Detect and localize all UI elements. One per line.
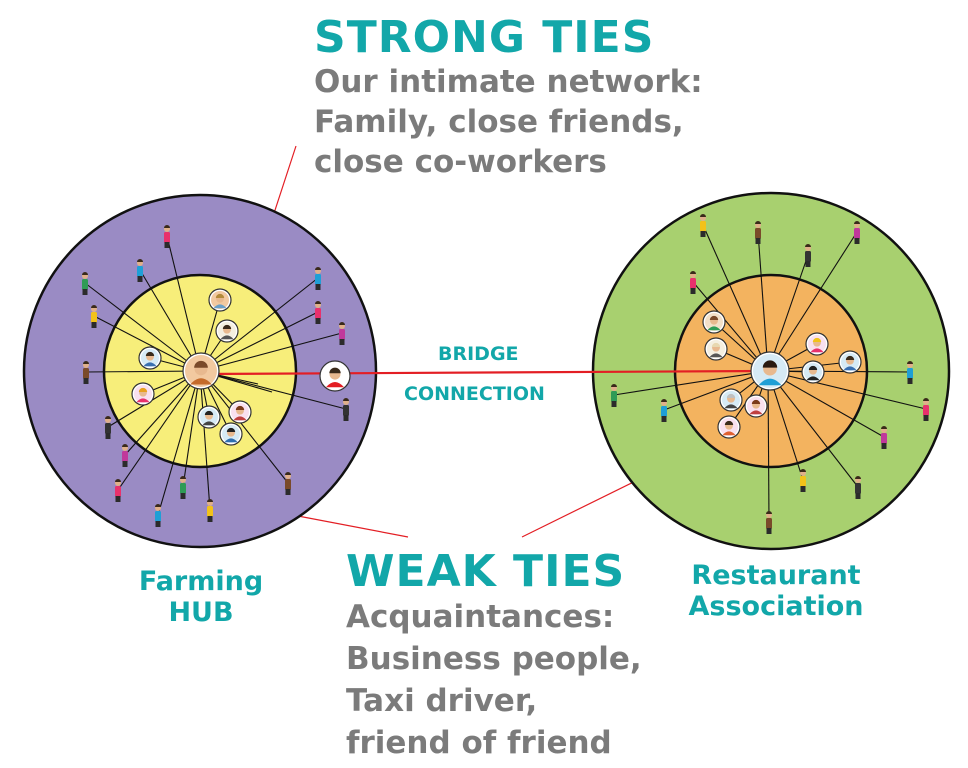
farming-hub-acquaintance-figure — [339, 322, 345, 345]
weak-ties-heading: WEAK TIES — [346, 546, 626, 597]
farming-hub-close-contact-avatar — [131, 382, 155, 406]
farming-hub-acquaintance-figure — [207, 499, 213, 522]
restaurant-acquaintance-figure — [700, 214, 706, 237]
restaurant-acquaintance-figure — [690, 271, 696, 294]
restaurant-close-contact-avatar — [805, 332, 829, 356]
strong-ties-line-3: close co-workers — [314, 144, 607, 180]
restaurant-close-contact-avatar — [801, 360, 825, 384]
farming-hub-acquaintance-figure — [164, 225, 170, 248]
restaurant-close-contact-avatar — [838, 350, 862, 374]
bridge-person-avatar — [319, 360, 351, 392]
restaurant-label-line-2: Association — [688, 591, 864, 622]
farming-hub-acquaintance-figure — [285, 472, 291, 495]
bridge-label-line-2: CONNECTION — [404, 383, 545, 405]
strong-ties-heading: STRONG TIES — [314, 12, 655, 63]
farming-hub-close-contact-avatar — [215, 319, 239, 343]
strong-ties-line-1: Our intimate network: — [314, 64, 703, 100]
farming-hub-acquaintance-figure — [105, 416, 111, 439]
restaurant-acquaintance-figure — [923, 398, 929, 421]
farming-hub-close-contact-avatar — [197, 405, 221, 429]
restaurant-close-contact-avatar — [704, 337, 728, 361]
weak-ties-line-3: Taxi driver, — [346, 683, 538, 719]
restaurant-acquaintance-figure — [855, 476, 861, 499]
bridge-label-line-1: BRIDGE — [438, 343, 519, 365]
farming-hub-acquaintance-figure — [343, 398, 349, 421]
farming-hub-acquaintance-figure — [115, 479, 121, 502]
restaurant-acquaintance-figure — [755, 221, 761, 244]
restaurant-center-avatar — [750, 351, 790, 391]
restaurant-close-contact-avatar — [719, 388, 743, 412]
farming-hub-acquaintance-figure — [91, 305, 97, 328]
farming-hub-close-contact-avatar — [138, 346, 162, 370]
farming-hub-acquaintance-figure — [180, 476, 186, 499]
farming-hub-center-avatar — [182, 352, 220, 390]
weak-ties-line-2: Business people, — [346, 641, 642, 677]
restaurant-acquaintance-figure — [907, 361, 913, 384]
restaurant-acquaintance-figure — [854, 221, 860, 244]
restaurant-acquaintance-figure — [611, 384, 617, 407]
restaurant-acquaintance-figure — [661, 399, 667, 422]
farming-hub-acquaintance-figure — [122, 444, 128, 467]
farming-hub-close-contact-avatar — [228, 400, 252, 424]
farming-hub-acquaintance-figure — [315, 267, 321, 290]
restaurant-acquaintance-figure — [881, 426, 887, 449]
farming-hub-ties — [84, 235, 347, 516]
farming-hub-acquaintance-figure — [83, 361, 89, 384]
bridge-connection-line — [200, 369, 771, 376]
weak-ties-line-4: friend of friend — [346, 725, 612, 761]
farming-hub-label-line-1: Farming — [138, 566, 264, 597]
restaurant-close-contact-avatar — [717, 415, 741, 439]
restaurant-close-contact-avatar — [744, 394, 768, 418]
restaurant-acquaintance-figure — [800, 469, 806, 492]
restaurant-label-line-1: Restaurant — [691, 560, 861, 591]
farming-hub-acquaintance-figure — [315, 301, 321, 324]
weak-ties-line-1: Acquaintances: — [346, 599, 615, 635]
farming-hub-acquaintance-figure — [137, 259, 143, 282]
farming-hub-close-contact-avatar — [208, 288, 232, 312]
restaurant-acquaintance-figure — [805, 244, 811, 267]
farming-hub-close-contact-avatar — [219, 422, 243, 446]
strong-ties-line-2: Family, close friends, — [314, 104, 684, 140]
people-layer — [82, 214, 929, 534]
farming-hub-acquaintance-figure — [82, 272, 88, 295]
restaurant-acquaintance-figure — [766, 511, 772, 534]
restaurant-close-contact-avatar — [702, 310, 726, 334]
farming-hub-label-line-2: HUB — [168, 597, 234, 628]
farming-hub-acquaintance-figure — [155, 504, 161, 527]
